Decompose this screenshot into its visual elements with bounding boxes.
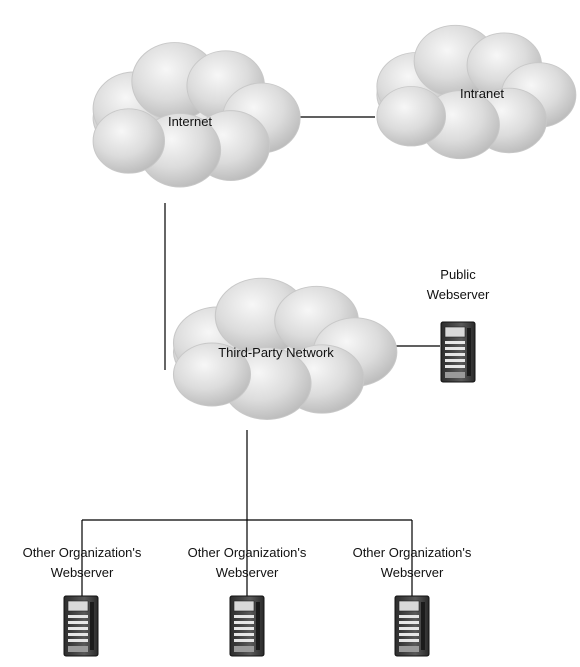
org-server-2-label-line2: Webserver <box>216 565 279 580</box>
org-server-1-label-line2: Webserver <box>51 565 114 580</box>
third-party-network-cloud-label: Third-Party Network <box>218 345 334 360</box>
org-server-2-icon <box>229 595 265 657</box>
org-server-3-icon <box>394 595 430 657</box>
public-server-icon <box>440 321 476 383</box>
internet-cloud-label: Internet <box>168 114 212 129</box>
org-server-3-label-line2: Webserver <box>381 565 444 580</box>
org-server-3-label-line1: Other Organization's <box>353 545 472 560</box>
public-server-label-line1: Public <box>440 267 476 282</box>
org-server-2-label-line1: Other Organization's <box>188 545 307 560</box>
intranet-cloud-label: Intranet <box>460 86 504 101</box>
org-server-1-icon <box>63 595 99 657</box>
org-server-1-label-line1: Other Organization's <box>23 545 142 560</box>
public-server-label-line2: Webserver <box>427 287 490 302</box>
